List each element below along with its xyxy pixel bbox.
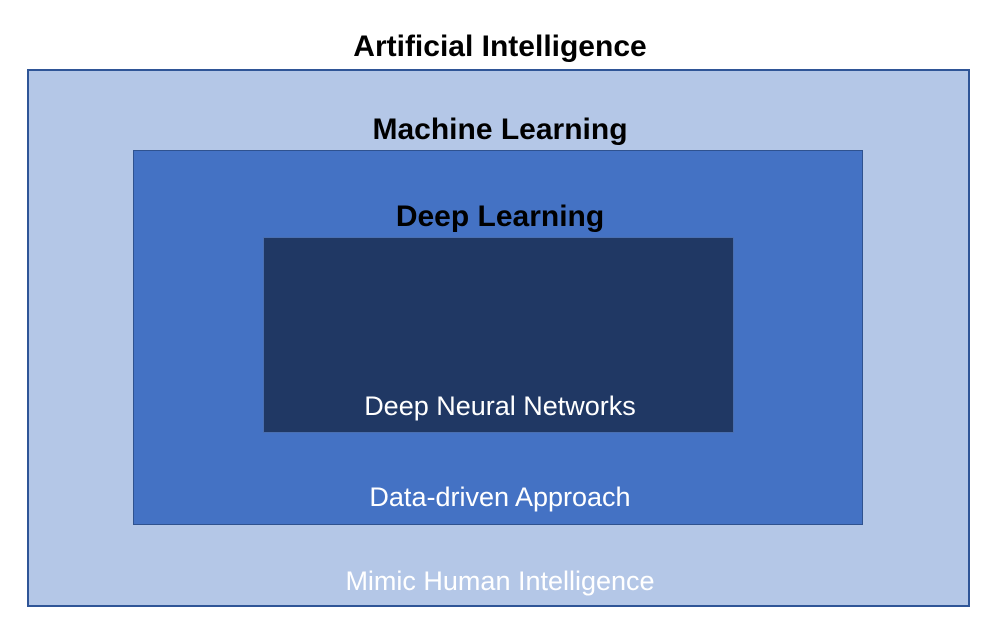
machine-learning-title: Machine Learning <box>372 113 628 146</box>
deep-learning-caption: Deep Neural Networks <box>364 391 636 421</box>
deep-learning-box <box>263 237 734 433</box>
artificial-intelligence-caption: Mimic Human Intelligence <box>345 566 655 596</box>
artificial-intelligence-title: Artificial Intelligence <box>353 30 647 63</box>
machine-learning-caption: Data-driven Approach <box>369 482 631 512</box>
deep-learning-title: Deep Learning <box>395 200 605 233</box>
